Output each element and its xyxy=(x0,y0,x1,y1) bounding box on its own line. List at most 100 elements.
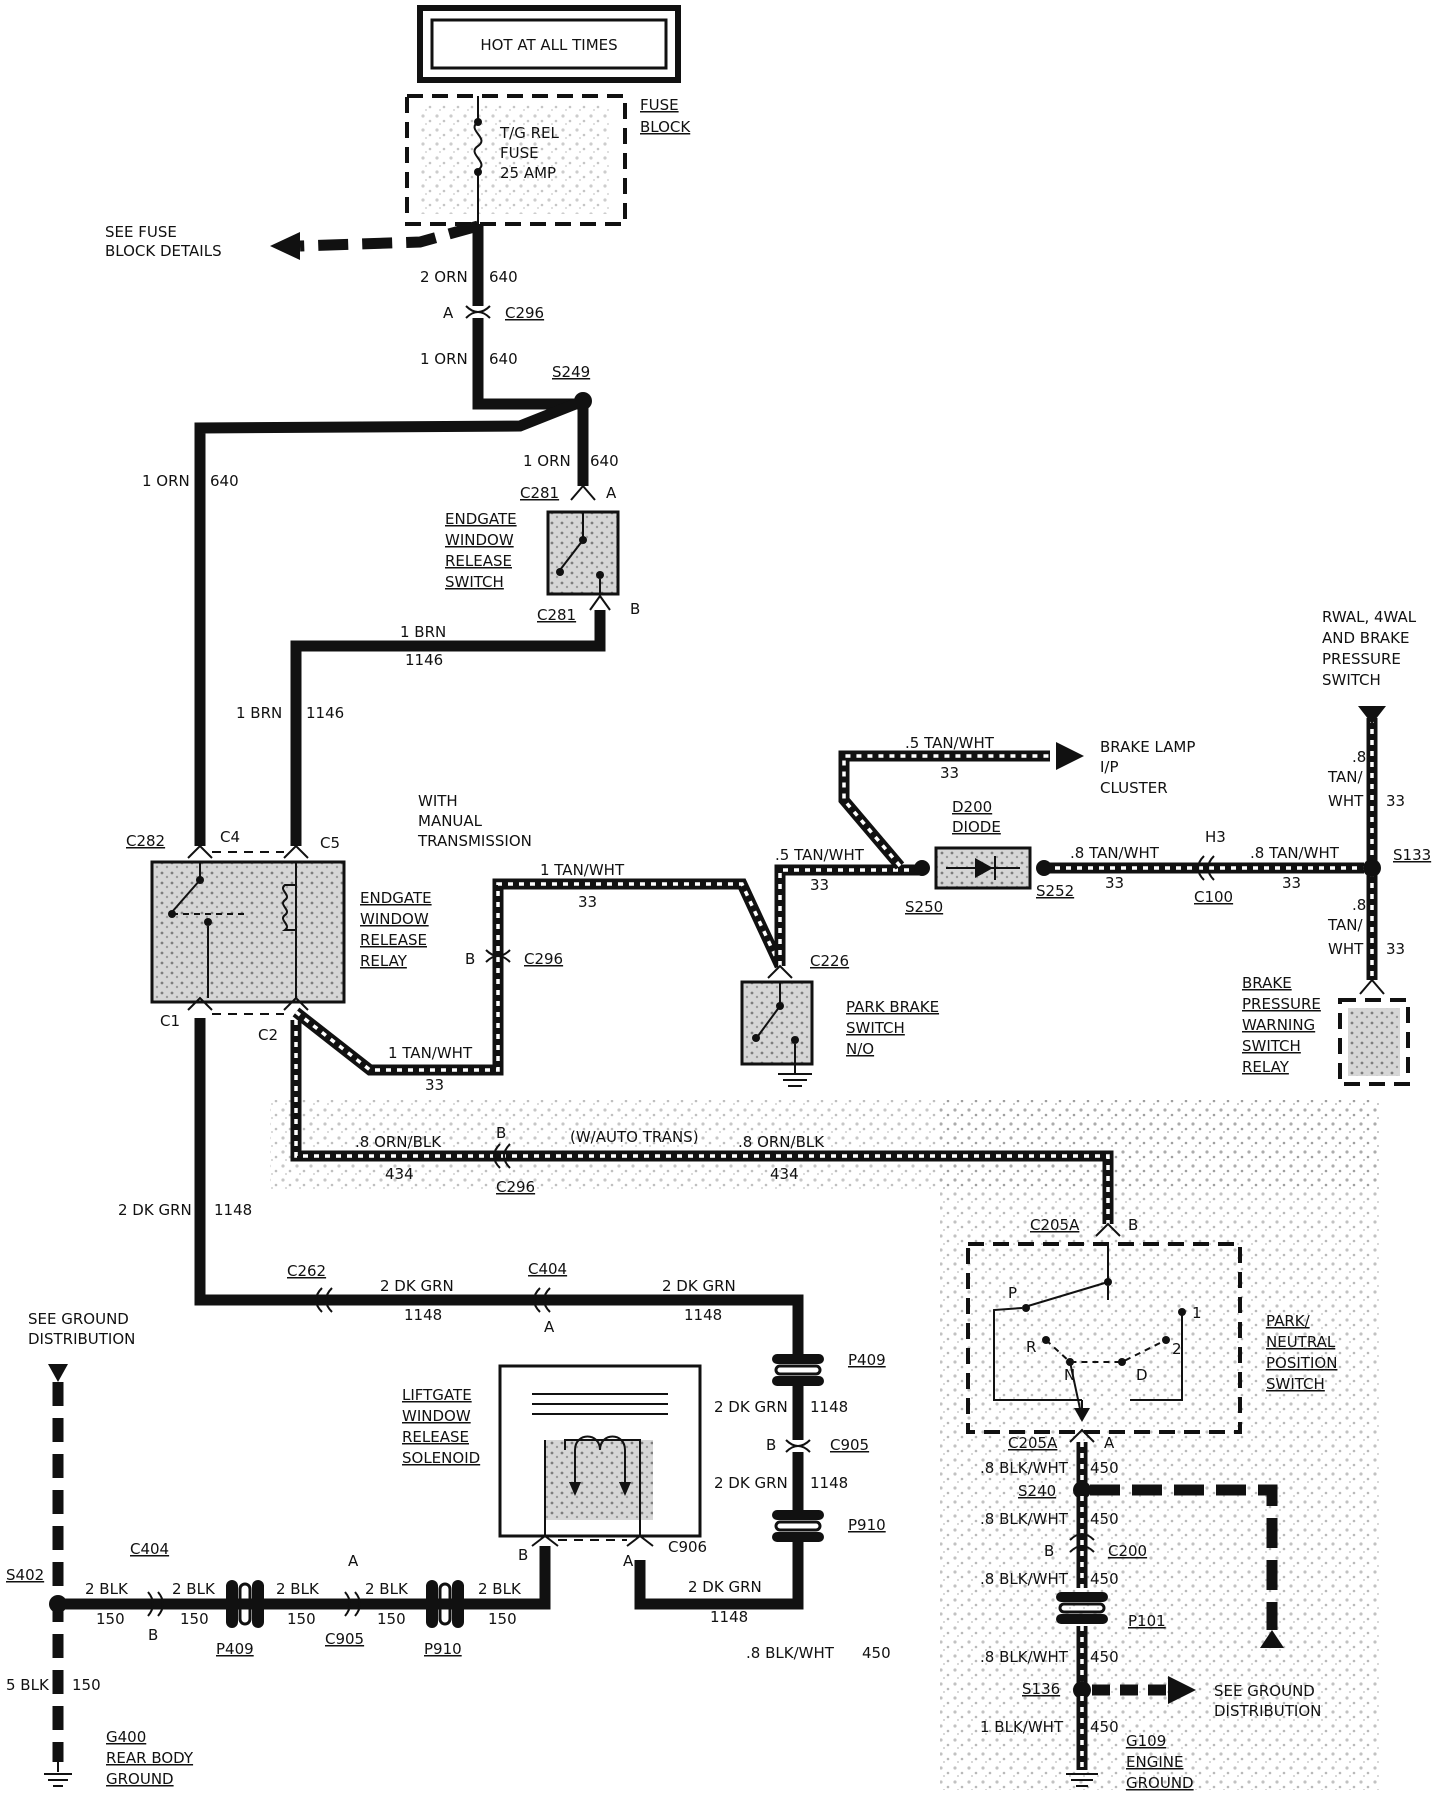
wire-label-8tanwht-b: .8 TAN/WHT xyxy=(1250,844,1340,862)
manual-trans-line-1: WITH xyxy=(418,792,458,810)
g400-label-3: GROUND xyxy=(106,1770,174,1788)
ground-dist-left-line-2: DISTRIBUTION xyxy=(28,1330,135,1348)
scan-noise xyxy=(270,1100,1380,1790)
wire-label-150-a: 150 xyxy=(96,1610,125,1628)
c905-a-pin: A xyxy=(348,1552,359,1570)
wire-label-wht-upper: WHT xyxy=(1328,792,1364,810)
splice-s402: S402 xyxy=(6,1566,44,1584)
dk-grn-wire: 2 DK GRN 1148 C262 2 DK GRN 1148 C404 A … xyxy=(118,1018,804,1354)
park-neutral-line-4: SWITCH xyxy=(1266,1375,1325,1393)
park-neutral-line-2: NEUTRAL xyxy=(1266,1333,1336,1351)
wire-label-2blk-e: 2 BLK xyxy=(478,1580,522,1598)
wire-label-450-a: 450 xyxy=(1090,1459,1119,1477)
endgate-relay-label-4: RELAY xyxy=(360,952,408,970)
g400-label-2: REAR BODY xyxy=(106,1749,194,1767)
fuse-name-line2: FUSE xyxy=(500,144,539,162)
ground-dist-right-line-1: SEE GROUND xyxy=(1214,1682,1315,1700)
wire-label-2blk-d: 2 BLK xyxy=(365,1580,409,1598)
connector-c905-bottom: C905 xyxy=(325,1630,364,1648)
endgate-switch-label-3: RELEASE xyxy=(445,552,512,570)
connector-c100-label: C100 xyxy=(1194,888,1233,906)
brn-wire: 1 BRN 1146 1 BRN 1146 xyxy=(236,610,606,846)
g109-label-2: ENGINE xyxy=(1126,1753,1183,1771)
c296-a-pin: A xyxy=(443,304,454,322)
splice-s133: S133 xyxy=(1393,846,1431,864)
c404-a-pin: A xyxy=(544,1318,555,1336)
park-brake-line-1: PARK BRAKE xyxy=(846,998,939,1016)
rwal-line-1: RWAL, 4WAL xyxy=(1322,608,1417,626)
wire-label-2blk-b: 2 BLK xyxy=(172,1580,216,1598)
c282-c1-pin: C1 xyxy=(160,1012,180,1030)
wire-label-640-d: 640 xyxy=(210,472,239,490)
rwal-line-3: PRESSURE xyxy=(1322,650,1401,668)
connector-p910-right: P910 xyxy=(848,1516,886,1534)
orn-feed-wires: 2 ORN 640 A C296 1 ORN 640 S249 1 ORN 64… xyxy=(142,224,619,846)
ground-dist-left-line-1: SEE GROUND xyxy=(28,1310,129,1328)
wire-label-1tanwht-a: 1 TAN/WHT xyxy=(540,861,625,879)
wire-label-8blkwht-a: .8 BLK/WHT xyxy=(980,1459,1069,1477)
gear-r: R xyxy=(1026,1338,1036,1356)
connector-c262: C262 xyxy=(287,1262,326,1280)
wire-label-1brn-b: 1 BRN xyxy=(236,704,282,722)
liftgate-label-2: WINDOW xyxy=(402,1407,471,1425)
c281-a-pin: A xyxy=(606,484,617,502)
endgate-relay-label-2: WINDOW xyxy=(360,910,429,928)
wire-label-450-c: 450 xyxy=(1090,1570,1119,1588)
park-brake-line-2: SWITCH xyxy=(846,1019,905,1037)
endgate-switch-label-2: WINDOW xyxy=(445,531,514,549)
brake-relay-line-5: RELAY xyxy=(1242,1058,1290,1076)
orn-blk-wire: .8 ORN/BLK 434 B C296 (W/AUTO TRANS) .8 … xyxy=(290,1020,1114,1224)
wire-label-150-b: 150 xyxy=(180,1610,209,1628)
endgate-relay-label-3: RELEASE xyxy=(360,931,427,949)
wire-label-434-b: 434 xyxy=(770,1165,799,1183)
wire-label-33-upper: 33 xyxy=(1386,792,1405,810)
park-neutral-line-3: POSITION xyxy=(1266,1354,1337,1372)
c906-b-pin: B xyxy=(518,1546,528,1564)
wire-label-1146-b: 1146 xyxy=(306,704,344,722)
wire-label-33-d: 33 xyxy=(940,764,959,782)
connector-c282: C282 xyxy=(126,832,165,850)
fuse-block-label-line2: BLOCK xyxy=(640,118,691,136)
wire-label-640-b: 640 xyxy=(489,350,518,368)
wire-label-150-f: 150 xyxy=(72,1676,101,1694)
brake-lamp-line-1: BRAKE LAMP xyxy=(1100,738,1195,756)
diode-d200: D200 DIODE S250 S252 xyxy=(905,798,1074,916)
wire-label-1blkwht: 1 BLK/WHT xyxy=(980,1718,1064,1736)
splice-s252: S252 xyxy=(1036,882,1074,900)
connector-c200: C200 xyxy=(1108,1542,1147,1560)
ground-dist-right-line-2: DISTRIBUTION xyxy=(1214,1702,1321,1720)
connector-c906: C906 xyxy=(668,1538,707,1556)
wire-label-1148-c: 1148 xyxy=(684,1306,722,1324)
connector-c281-bottom: C281 xyxy=(537,606,576,624)
fuse-details-line2: BLOCK DETAILS xyxy=(105,242,222,260)
connector-c905-right: C905 xyxy=(830,1436,869,1454)
brake-lamp-line-3: CLUSTER xyxy=(1100,779,1168,797)
blk-wht-ground-wire: C205A A .8 BLK/WHT 450 S240 .8 BLK/WHT 4… xyxy=(980,1434,1321,1792)
hot-at-all-times-box: HOT AT ALL TIMES xyxy=(417,5,681,83)
splice-s249: S249 xyxy=(552,363,590,381)
c282-c2-pin: C2 xyxy=(258,1026,278,1044)
rwal-line-2: AND BRAKE xyxy=(1322,629,1409,647)
c205a-a-pin: A xyxy=(1104,1434,1115,1452)
wire-label-5tanwht-a: .5 TAN/WHT xyxy=(775,846,865,864)
endgate-window-release-switch: C281 A C281 B ENDGATE WINDOW RELEASE SWI… xyxy=(445,484,640,624)
connector-c205a-bottom: C205A xyxy=(1008,1434,1058,1452)
wire-label-2dkgrn-f: 2 DK GRN xyxy=(688,1578,762,1596)
splice-s250: S250 xyxy=(905,898,943,916)
wire-label-2dkgrn-b: 2 DK GRN xyxy=(380,1277,454,1295)
connector-p409-bottom: P409 xyxy=(216,1640,254,1658)
brake-relay-line-1: BRAKE xyxy=(1242,974,1292,992)
c281-b-pin: B xyxy=(630,600,640,618)
brake-lamp-reference: BRAKE LAMP I/P CLUSTER xyxy=(1100,738,1195,797)
wire-label-33-f: 33 xyxy=(1282,874,1301,892)
park-brake-line-3: N/O xyxy=(846,1040,874,1058)
brake-pressure-circuit: S133 RWAL, 4WAL AND BRAKE PRESSURE SWITC… xyxy=(1242,608,1431,1086)
manual-trans-note: WITH MANUAL TRANSMISSION xyxy=(417,792,532,850)
connector-c205a-top: C205A xyxy=(1030,1216,1080,1234)
wire-label-2dkgrn-a: 2 DK GRN xyxy=(118,1201,192,1219)
g400-label-1: G400 xyxy=(106,1728,146,1746)
endgate-switch-label-1: ENDGATE xyxy=(445,510,517,528)
wire-label-450-e: 450 xyxy=(1090,1718,1119,1736)
liftgate-label-3: RELEASE xyxy=(402,1428,469,1446)
fuse-details-line1: SEE FUSE xyxy=(105,223,177,241)
